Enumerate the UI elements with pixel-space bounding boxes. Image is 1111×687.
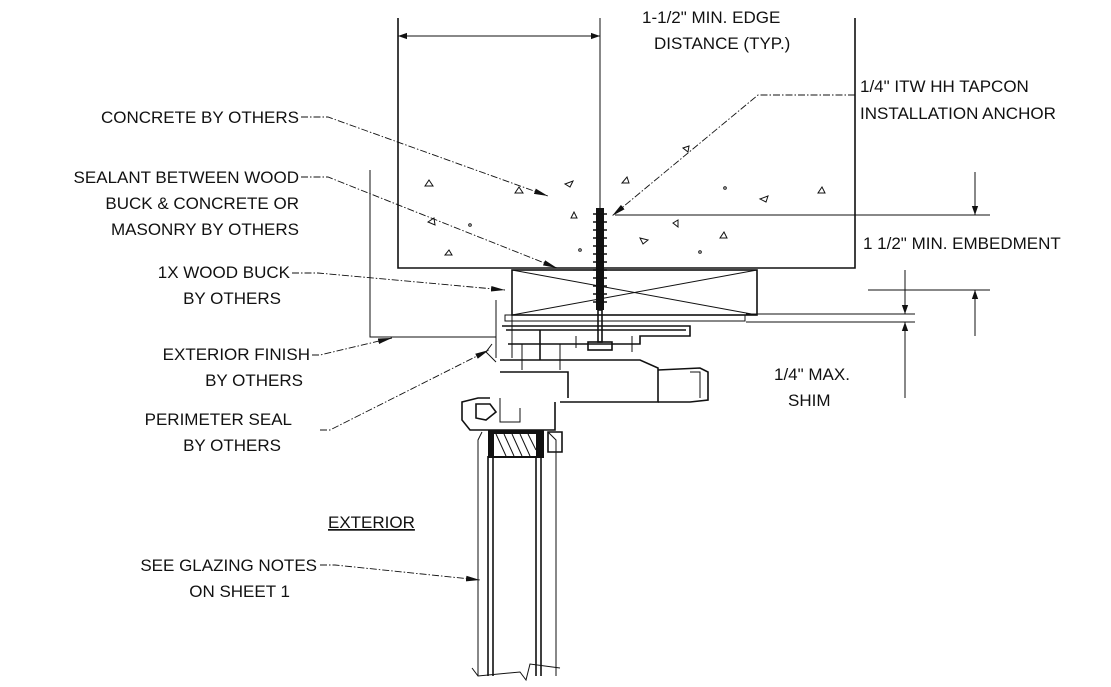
anchor-label-line1: 1/4" ITW HH TAPCON [860,77,1029,96]
concrete-aggregate [424,145,826,256]
shim-pack [504,314,746,322]
window-frame-profile [461,325,709,431]
sealant-label-line1: SEALANT BETWEEN WOOD [74,168,299,187]
sealant-label-line3: MASONRY BY OTHERS [111,220,299,239]
callout-labels: 1-1/2" MIN. EDGE DISTANCE (TYP.) 1/4" IT… [74,8,1061,601]
finish-label-line2: BY OTHERS [205,371,303,390]
exterior-finish-line [369,170,496,338]
edge-distance-dimension [398,18,601,210]
concrete-label: CONCRETE BY OTHERS [101,108,299,127]
shim-dimension [746,270,915,398]
shim-label-line2: SHIM [788,391,831,410]
embedment-dimension [615,172,990,336]
finish-label-line1: EXTERIOR FINISH [163,345,310,364]
concrete-leader [301,116,549,197]
glazing-unit [471,430,563,682]
anchor-leader [611,94,855,217]
anchor-label-line2: INSTALLATION ANCHOR [860,104,1056,123]
tapcon-anchor [587,208,613,351]
perimeter-seal-leader [320,349,490,431]
perimeter-seal-label-line2: BY OTHERS [183,436,281,455]
edge-distance-label-line1: 1-1/2" MIN. EDGE [642,8,780,27]
glazing-label-line2: ON SHEET 1 [189,582,290,601]
glazing-leader [320,564,481,582]
buck-label-line2: BY OTHERS [183,289,281,308]
concrete-slab [397,18,856,269]
buck-leader [292,272,506,292]
exterior-label: EXTERIOR [328,513,415,532]
shim-label-line1: 1/4" MAX. [774,365,850,384]
edge-distance-label-line2: DISTANCE (TYP.) [654,34,790,53]
sealant-leader [301,176,558,269]
glazing-label-line1: SEE GLAZING NOTES [140,556,317,575]
finish-leader [312,337,393,356]
embedment-label: 1 1/2" MIN. EMBEDMENT [863,234,1061,253]
buck-label-line1: 1X WOOD BUCK [158,263,291,282]
leader-lines [292,94,855,582]
sealant-label-line2: BUCK & CONCRETE OR [105,194,299,213]
perimeter-seal-label-line1: PERIMETER SEAL [145,410,292,429]
